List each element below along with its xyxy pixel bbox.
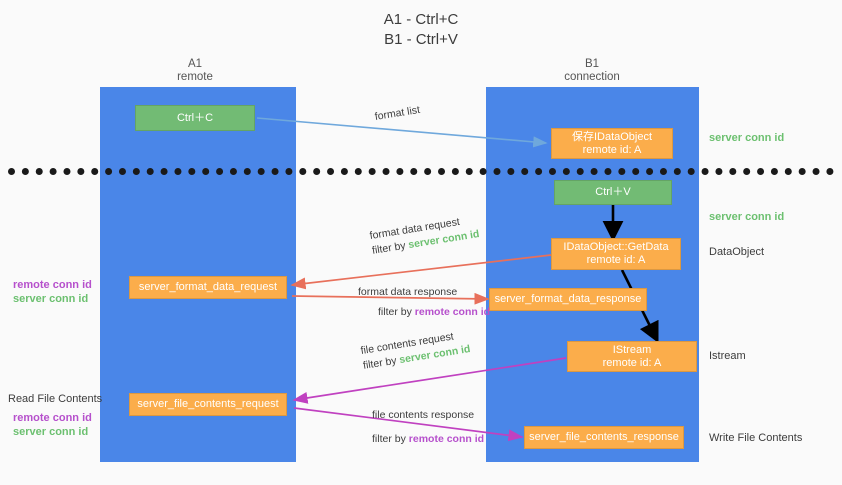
column-header-b1-name: B1 (584, 58, 600, 70)
right-label-write-file-contents: Write File Contents (709, 432, 803, 444)
node-save-idataobject-sub: remote id: A (582, 143, 642, 156)
right-label-server-conn-id-mid: server conn id (709, 211, 785, 223)
edge-label-format-list-text: format list (373, 103, 421, 123)
page-title: A1 - Ctrl+C B1 - Ctrl+V (0, 10, 842, 50)
edge-label-format-data-response-line1: format data response (358, 286, 458, 298)
right-label-server-conn-id-top: server conn id (709, 132, 785, 144)
left-label-conn-ids-upper: remote conn id server conn id (13, 278, 92, 306)
edge-label-format-data-request: format data request filter by server con… (369, 212, 481, 259)
left-server-conn-id-lower: server conn id (13, 426, 89, 438)
node-idataobject-getdata-sub: remote id: A (586, 254, 646, 266)
right-label-istream: Istream (709, 350, 746, 362)
column-header-a1-sub: remote (177, 71, 213, 83)
node-save-idataobject-label: 保存IDataObject (571, 130, 653, 143)
node-server-file-contents-response-label: server_file_contents_response (529, 431, 679, 443)
filter-by-text: filter by (378, 306, 412, 318)
phase-divider (8, 168, 834, 175)
left-label-read-file-contents: Read File Contents (8, 393, 103, 405)
title-line-1: A1 - Ctrl+C (383, 11, 459, 28)
node-server-file-contents-request-label: server_file_contents_request (137, 398, 279, 410)
edge-label-file-contents-response-line2: filter by remote conn id (372, 423, 484, 447)
filter-by-text: filter by (371, 239, 407, 257)
node-server-file-contents-request[interactable]: server_file_contents_request (129, 393, 287, 416)
left-server-conn-id-upper: server conn id (13, 293, 89, 305)
node-server-file-contents-response[interactable]: server_file_contents_response (524, 426, 684, 449)
node-ctrl-c-label: Ctrl＋C (176, 111, 214, 124)
column-header-b1: B1 connection (512, 58, 672, 84)
edge-label-file-contents-response: file contents response filter by remote … (372, 408, 484, 447)
column-header-b1-sub: connection (564, 71, 620, 83)
node-server-format-data-request-label: server_format_data_request (138, 281, 278, 293)
remote-conn-id-key: remote conn id (414, 306, 491, 318)
edge-label-format-list: format list (374, 103, 421, 125)
edge-label-format-data-response-line2: filter by remote conn id (358, 300, 490, 320)
left-label-conn-ids-lower: remote conn id server conn id (13, 411, 92, 439)
remote-conn-id-key: remote conn id (408, 433, 485, 445)
column-header-a1-name: A1 (187, 58, 203, 70)
node-istream[interactable]: IStream remote id: A (567, 341, 697, 372)
node-istream-sub: remote id: A (602, 356, 662, 369)
edge-label-file-contents-response-line1: file contents response (372, 409, 475, 421)
node-ctrl-v[interactable]: Ctrl＋V (554, 180, 672, 205)
title-line-2: B1 - Ctrl+V (384, 31, 458, 48)
node-istream-label: IStream (612, 343, 652, 356)
left-remote-conn-id-lower: remote conn id (13, 412, 92, 424)
filter-by-text: filter by (372, 433, 406, 445)
edge-label-file-contents-request: file contents request filter by server c… (360, 327, 472, 374)
node-server-format-data-request[interactable]: server_format_data_request (129, 276, 287, 299)
left-remote-conn-id-upper: remote conn id (13, 279, 92, 291)
column-header-a1: A1 remote (115, 58, 275, 84)
right-label-dataobject: DataObject (709, 246, 765, 258)
edge-label-format-data-response: format data response filter by remote co… (358, 285, 490, 320)
node-ctrl-v-label: Ctrl＋V (595, 186, 631, 198)
node-idataobject-getdata-label: IDataObject::GetData (563, 241, 669, 253)
node-ctrl-c[interactable]: Ctrl＋C (135, 105, 255, 131)
node-save-idataobject[interactable]: 保存IDataObject remote id: A (551, 128, 673, 159)
node-server-format-data-response[interactable]: server_format_data_response (489, 288, 647, 311)
node-server-format-data-response-label: server_format_data_response (494, 293, 642, 305)
node-idataobject-getdata[interactable]: IDataObject::GetData remote id: A (551, 238, 681, 270)
filter-by-text: filter by (362, 354, 398, 372)
